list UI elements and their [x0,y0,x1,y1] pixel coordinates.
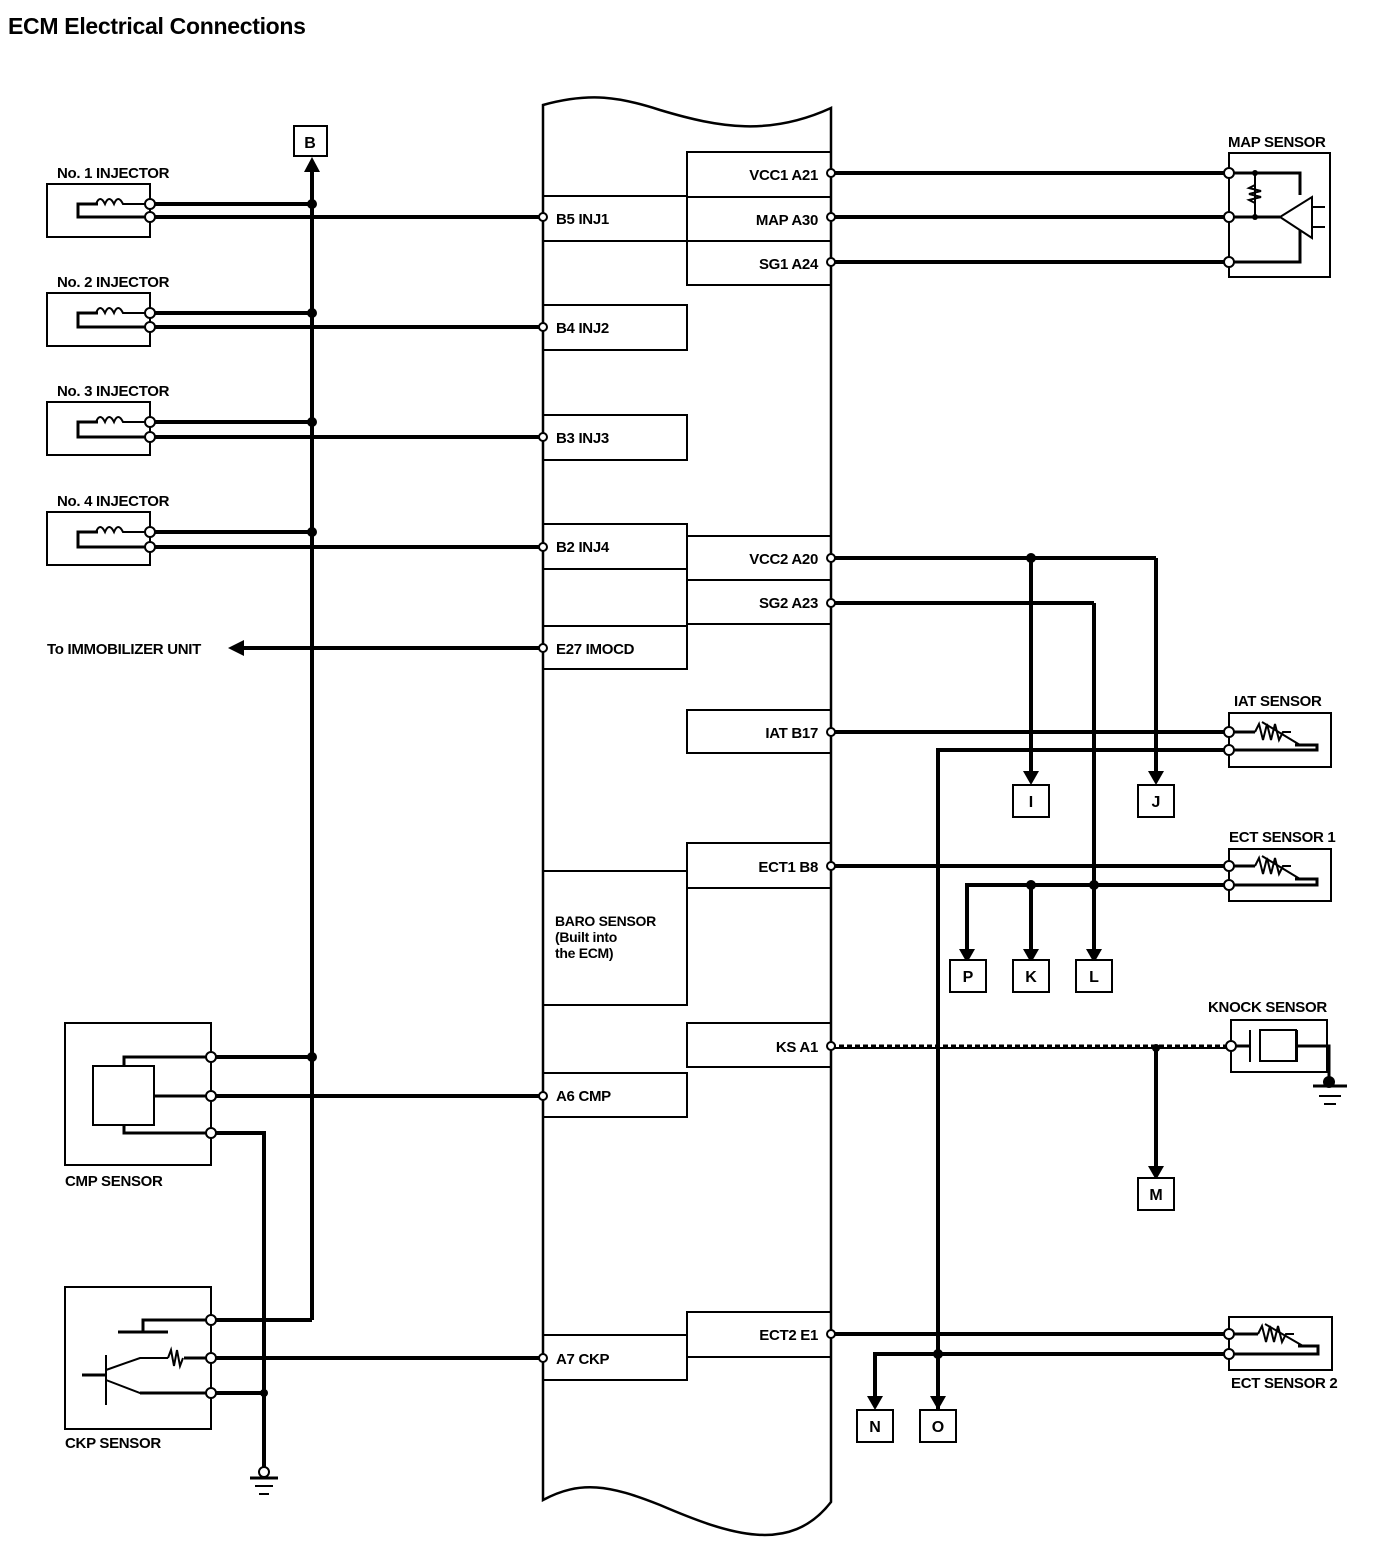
connector-O[interactable]: O [919,1409,957,1443]
svg-text:M: M [1149,1187,1162,1204]
ecm-left-pin-boxes [542,195,688,1381]
map-sensor: MAP SENSOR [826,134,1331,278]
vcc2-sg2-wiring [826,553,1164,952]
pin-label-b5: B5 INJ1 [556,211,609,228]
connector-N[interactable]: N [856,1409,894,1443]
pin-label-a30: MAP A30 [756,212,818,229]
knock-sensor: KNOCK SENSOR [826,999,1347,1180]
coil-icon [95,416,150,425]
ect2-sensor: ECT SENSOR 2 [826,1316,1338,1410]
coil-icon [95,198,150,207]
pin-label-a23: SG2 A23 [759,595,818,612]
thermistor-icon [1254,855,1291,877]
pin-label-a24: SG1 A24 [759,256,819,273]
coil-icon [95,526,150,535]
svg-text:BARO SENSOR: BARO SENSOR [555,913,656,929]
pin-label-e27: E27 IMOCD [556,641,635,658]
connector-I[interactable]: I [1012,784,1050,818]
svg-text:(Built into: (Built into [555,929,617,945]
coil-icon [95,307,150,316]
resistor-icon [167,1346,184,1370]
connector-K[interactable]: K [1012,959,1050,993]
svg-text:K: K [1025,969,1037,986]
pin-label-b8: ECT1 B8 [758,859,818,876]
crystal-icon [1259,1029,1297,1062]
arrow-left-icon [228,640,244,656]
connector-P[interactable]: P [949,959,987,993]
pin-label-a6: A6 CMP [556,1088,611,1105]
injector-2: No. 2 INJECTOR [46,274,548,347]
ecm-body [541,96,833,1537]
svg-text:B: B [304,135,316,152]
connector-L[interactable]: L [1075,959,1113,993]
pin-label-a1: KS A1 [776,1039,818,1056]
pin-label-b2: B2 INJ4 [556,539,610,556]
ckp-sensor: CKP SENSOR [64,1286,548,1452]
injector-4: No. 4 INJECTOR [46,493,548,566]
injector-1: No. 1 INJECTOR [46,165,548,238]
iat-sensor-label: IAT SENSOR [1234,693,1322,710]
pin-label-a21: VCC1 A21 [749,167,818,184]
power-bus-b [304,157,320,1320]
svg-text:L: L [1089,969,1099,986]
cmp-sensor: CMP SENSOR [64,1022,548,1470]
immobilizer-link: To IMMOBILIZER UNIT [47,640,548,658]
baro-sensor-label: BARO SENSOR (Built into the ECM) [555,913,656,961]
svg-text:the ECM): the ECM) [555,945,613,961]
thermistor-icon [1254,721,1291,743]
ect1-sensor-label: ECT SENSOR 1 [1229,829,1335,846]
pin-label-b17: IAT B17 [765,725,818,742]
ckp-sensor-label: CKP SENSOR [65,1435,161,1452]
knock-sensor-label: KNOCK SENSOR [1208,999,1327,1016]
connector-J[interactable]: J [1137,784,1175,818]
ect1-sensor: ECT SENSOR 1 [826,829,1336,963]
map-sensor-label: MAP SENSOR [1228,134,1326,151]
page-title: ECM Electrical Connections [8,13,306,39]
injector-2-label: No. 2 INJECTOR [57,274,170,291]
amplifier-icon [1278,195,1313,240]
ecm-right-pin-boxes [686,151,832,1358]
svg-text:I: I [1029,794,1033,811]
pin-label-b3: B3 INJ3 [556,430,609,447]
connector-M[interactable]: M [1137,1177,1175,1211]
pin-label-a20: VCC2 A20 [749,551,818,568]
pin-label-b4: B4 INJ2 [556,320,609,337]
injector-3: No. 3 INJECTOR [46,383,548,456]
connector-B[interactable]: B [293,125,328,157]
injector-3-label: No. 3 INJECTOR [57,383,170,400]
iat-sensor: IAT SENSOR [826,693,1332,1420]
svg-text:O: O [932,1419,944,1436]
pin-label-a7: A7 CKP [556,1351,610,1368]
thermistor-icon [1257,1323,1294,1345]
cmp-sensor-label: CMP SENSOR [65,1173,163,1190]
resistor-icon [1246,184,1262,204]
ect2-sensor-label: ECT SENSOR 2 [1231,1375,1337,1392]
svg-text:J: J [1152,794,1161,811]
ground-icon [250,1466,278,1495]
injector-4-label: No. 4 INJECTOR [57,493,170,510]
pin-label-e1: ECT2 E1 [759,1327,818,1344]
immobilizer-label: To IMMOBILIZER UNIT [47,641,201,658]
injector-1-label: No. 1 INJECTOR [57,165,170,182]
svg-text:P: P [963,969,974,986]
svg-text:N: N [869,1419,881,1436]
